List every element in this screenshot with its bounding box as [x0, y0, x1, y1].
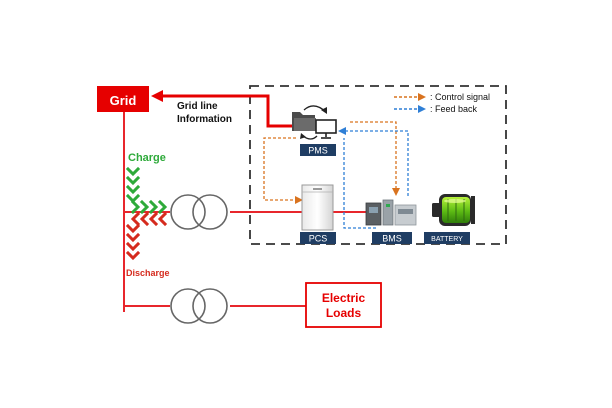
- chevron-left-icon: [130, 211, 141, 227]
- chevron-right-icon: [157, 199, 168, 215]
- discharge-label: Discharge: [126, 268, 170, 278]
- transformer-icon: [170, 194, 228, 230]
- pms-label-box: PMS: [300, 144, 336, 156]
- chevron-down-icon: [125, 175, 141, 186]
- pcs-label-box: PCS: [300, 232, 336, 244]
- pcs-label: PCS: [309, 234, 328, 244]
- battery-icon: [432, 194, 475, 226]
- battery-label: BATTERY: [431, 236, 463, 243]
- monitor-icon: [315, 119, 337, 139]
- chevron-down-icon: [125, 232, 141, 243]
- grid-info-arrow: [162, 94, 296, 128]
- transformer-icon: [170, 288, 228, 324]
- chevron-left-icon: [148, 211, 159, 227]
- charge-label: Charge: [128, 152, 166, 164]
- chevron-down-icon: [125, 184, 141, 195]
- arrow-left-icon: [338, 127, 346, 135]
- arrow-right-icon: [418, 105, 426, 113]
- pms-icon-group: [292, 105, 337, 140]
- loads-label: Loads: [326, 306, 362, 320]
- legend-control-label: : Control signal: [430, 92, 490, 102]
- loads-label: Electric: [322, 291, 366, 305]
- arrow-head-icon: [151, 90, 163, 102]
- pcs-cabinet-icon: [301, 184, 334, 231]
- chevron-left-icon: [139, 211, 150, 227]
- grid-line-info-label: Information: [177, 114, 232, 125]
- control-signal-lines: [263, 121, 397, 201]
- legend: : Control signal : Feed back: [394, 92, 490, 114]
- chevron-right-icon: [130, 199, 141, 215]
- chevron-down-icon: [125, 241, 141, 252]
- pms-label: PMS: [308, 146, 328, 156]
- grid-node: Grid: [97, 86, 149, 112]
- electric-loads-node: Electric Loads: [305, 282, 382, 328]
- legend-feedback-label: : Feed back: [430, 104, 478, 114]
- charge-arrows: [125, 166, 168, 215]
- arrow-right-icon: [295, 196, 303, 204]
- grid-line-info-label: Grid line: [177, 101, 218, 112]
- grid-label: Grid: [110, 93, 137, 108]
- chevron-down-icon: [125, 250, 141, 261]
- chevron-down-icon: [125, 166, 141, 177]
- battery-label-box: BATTERY: [424, 232, 470, 244]
- discharge-arrows: [125, 211, 168, 261]
- chevron-right-icon: [148, 199, 159, 215]
- chevron-right-icon: [139, 199, 150, 215]
- bms-device-icon: [365, 199, 417, 226]
- chevron-down-icon: [125, 223, 141, 234]
- arrow-down-icon: [392, 188, 400, 196]
- bms-label: BMS: [382, 234, 402, 244]
- bms-label-box: BMS: [372, 232, 412, 244]
- arrow-right-icon: [418, 93, 426, 101]
- folder-icon: [292, 112, 316, 131]
- feedback-lines: [343, 130, 409, 229]
- chevron-left-icon: [157, 211, 168, 227]
